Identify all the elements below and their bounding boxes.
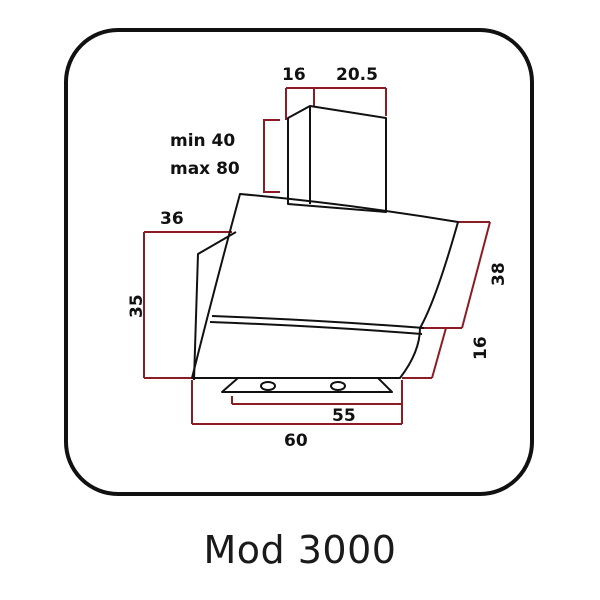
- hood-outline: [191, 105, 459, 393]
- button-left-icon: [260, 381, 276, 391]
- button-right-icon: [330, 381, 346, 391]
- diagram-frame: [64, 28, 534, 496]
- glass-divider: [209, 315, 425, 335]
- label-lower-height: 16: [471, 336, 491, 360]
- label-top-depth: 36: [160, 209, 184, 229]
- label-glass-height: 38: [489, 262, 509, 286]
- label-chimney-width: 20.5: [336, 65, 378, 85]
- glass-panel: [191, 193, 459, 379]
- label-body-height: 35: [127, 294, 147, 318]
- control-unit: [221, 377, 393, 393]
- dimension-lines: [143, 87, 491, 425]
- label-chimney-depth: 16: [282, 65, 306, 85]
- back-panel: [193, 231, 237, 381]
- model-name: Mod 3000: [203, 528, 397, 572]
- label-height-max: max 80: [170, 159, 240, 179]
- label-total-width: 60: [284, 431, 308, 451]
- chimney: [287, 105, 387, 213]
- label-bottom-width: 55: [332, 406, 356, 426]
- label-height-min: min 40: [170, 131, 235, 151]
